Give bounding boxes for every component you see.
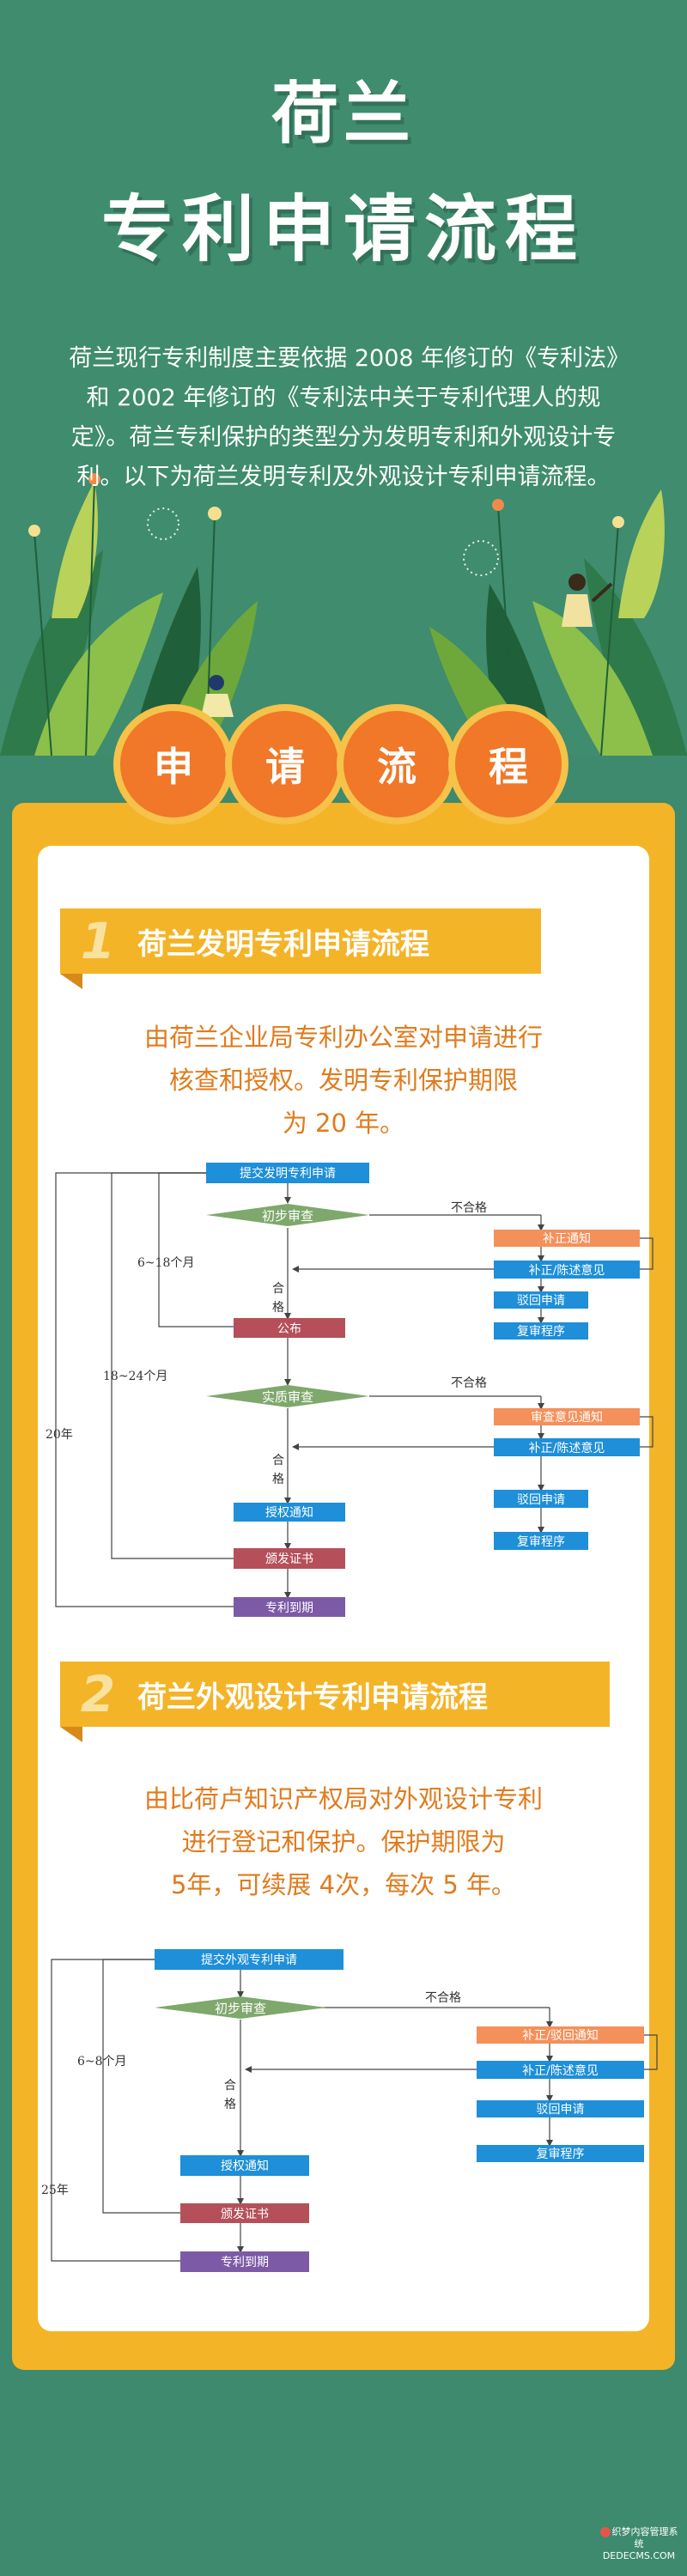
flow1-reject1-box: 驳回申请: [494, 1291, 588, 1309]
flow1-reject2-box: 驳回申请: [494, 1490, 588, 1508]
flow1-fail1-label: 不合格: [451, 1201, 487, 1215]
section2-banner-fold: [60, 1727, 82, 1742]
flow2-reject-box: 驳回申请: [477, 2100, 644, 2117]
section2-number: 2: [80, 1665, 116, 1723]
flow1-expire-box: 专利到期: [234, 1597, 345, 1617]
flow1-years-label: 20年: [46, 1428, 73, 1442]
page-title-line2: 专利申请流程: [100, 187, 586, 271]
flow1-substantive-diamond: 实质审查: [261, 1388, 313, 1405]
flow2-expire-box: 专利到期: [180, 2251, 309, 2272]
flow1-review1-box: 复审程序: [494, 1322, 588, 1340]
flow1-months1-label: 6~18个月: [137, 1256, 195, 1270]
tab-cheng: 程: [448, 704, 568, 824]
flow2-submit-box: 提交外观专利申请: [155, 1949, 344, 1970]
section1-desc-line3: 为 20 年。: [282, 1109, 405, 1138]
flow1-prelim-diamond: 初步审查: [261, 1207, 313, 1224]
process-tabs: 申 请 流 程: [0, 704, 687, 833]
flow1-submit-box: 提交发明专利申请: [206, 1163, 369, 1183]
watermark-line2: DEDECMS.COM: [602, 2550, 676, 2561]
section1-number: 1: [80, 912, 116, 970]
flow1-pass1-label: 合格: [272, 1282, 284, 1315]
flow2-fail-label: 不合格: [425, 1991, 461, 2005]
section2-banner: 2 荷兰外观设计专利申请流程: [60, 1662, 610, 1727]
tab-qing: 请: [225, 704, 345, 824]
section1-title: 荷兰发明专利申请流程: [137, 927, 429, 962]
section2-title: 荷兰外观设计专利申请流程: [137, 1680, 488, 1715]
flow2-prelim-diamond: 初步审查: [214, 2000, 266, 2016]
flow1-notice1-box: 补正通知: [494, 1230, 640, 1247]
section1-desc-line1: 由荷兰企业局专利办公室对申请进行: [143, 1023, 543, 1052]
section2-desc-line3: 5年，可续展 4次，每次 5 年。: [170, 1870, 516, 1899]
flow1-pass2-label: 合格: [272, 1454, 284, 1486]
content-card: [38, 846, 649, 2331]
flow1-publish-box: 公布: [234, 1318, 345, 1338]
section1-banner-fold: [60, 974, 82, 989]
flow2-grant-notice-box: 授权通知: [180, 2155, 309, 2176]
footer-area: 织梦内容管理系统 DEDECMS.COM: [0, 2370, 687, 2576]
flow2-amend-box: 补正/陈述意见: [477, 2061, 644, 2079]
flow1-grant-notice-box: 授权通知: [234, 1503, 345, 1522]
section1-banner: 1 荷兰发明专利申请流程: [60, 908, 541, 974]
hero-section: 荷兰 专利申请流程 荷兰现行专利制度主要依据 2008 年修订的《专利法》和 2…: [0, 0, 687, 756]
watermark-line1: 织梦内容管理系统: [611, 2526, 678, 2549]
flow2-pass-label: 合格: [224, 2079, 236, 2111]
flow2-notice-box: 补正/驳回通知: [477, 2026, 644, 2044]
tab-liu: 流: [337, 704, 457, 824]
flow2-certificate-box: 颁发证书: [180, 2203, 309, 2223]
flow1-notice2-box: 审查意见通知: [494, 1408, 640, 1425]
section1-desc-line2: 核查和授权。发明专利保护期限: [168, 1066, 518, 1095]
decorative-plants-illustration: [0, 473, 687, 756]
flow1-months2-label: 18~24个月: [103, 1370, 168, 1383]
section2-description: 由比荷卢知识产权局对外观设计专利 进行登记和保护。保护期限为 5年，可续展 4次…: [60, 1777, 627, 1906]
intro-paragraph: 荷兰现行专利制度主要依据 2008 年修订的《专利法》和 2002 年修订的《专…: [69, 345, 618, 490]
watermark: 织梦内容管理系统 DEDECMS.COM: [599, 2526, 678, 2566]
section1-description: 由荷兰企业局专利办公室对申请进行 核查和授权。发明专利保护期限 为 20 年。: [60, 1016, 627, 1145]
flow1-amend2-box: 补正/陈述意见: [494, 1438, 640, 1456]
flow2-review-box: 复审程序: [477, 2145, 644, 2162]
watermark-logo-icon: [599, 2527, 611, 2537]
flow1-certificate-box: 颁发证书: [234, 1548, 345, 1569]
flow1-fail2-label: 不合格: [451, 1376, 487, 1390]
section2-desc-line2: 进行登记和保护。保护期限为: [181, 1827, 506, 1856]
flow1-review2-box: 复审程序: [494, 1532, 588, 1550]
page-title-line1: 荷兰: [271, 76, 416, 153]
flow2-years-label: 25年: [41, 2184, 69, 2197]
section2-desc-line1: 由比荷卢知识产权局对外观设计专利: [143, 1784, 543, 1814]
flow1-amend1-box: 补正/陈述意见: [494, 1261, 640, 1279]
flow2-months-label: 6~8个月: [77, 2055, 127, 2069]
